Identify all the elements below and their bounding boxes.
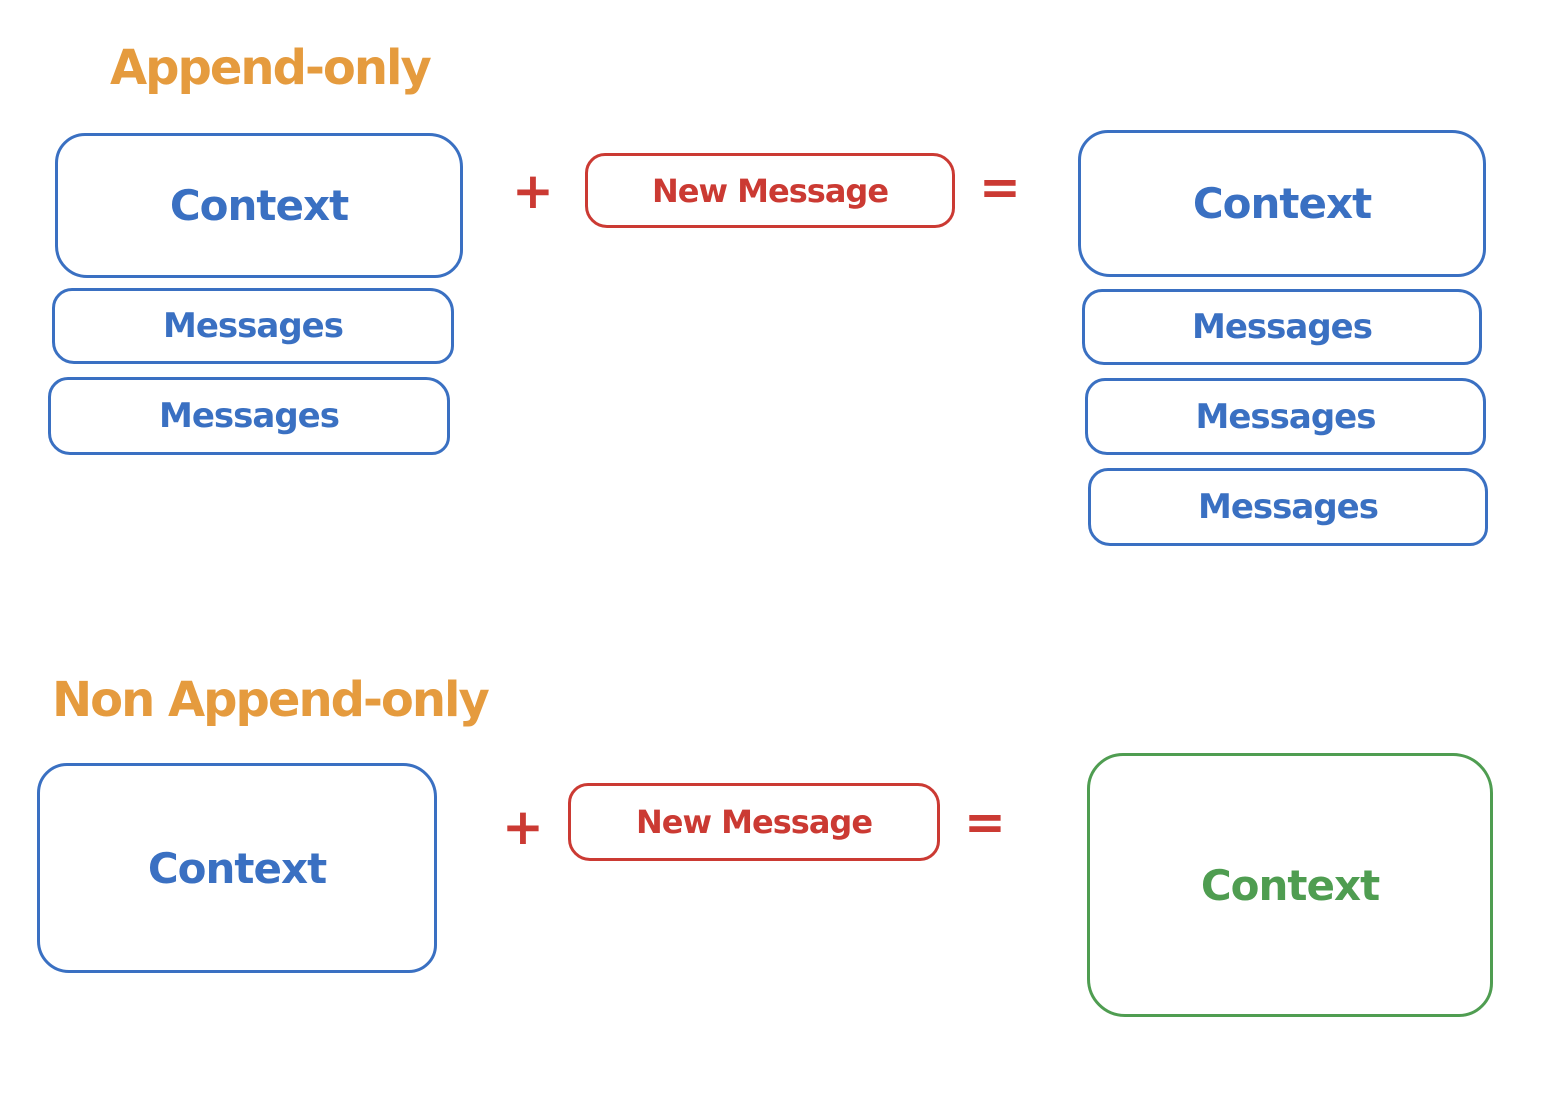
append-only-title: Append-only — [110, 40, 432, 96]
messages-box: Messages — [1085, 378, 1486, 455]
new-message-label: New Message — [635, 803, 873, 841]
messages-label: Messages — [159, 396, 340, 436]
messages-box: Messages — [48, 377, 450, 455]
messages-box: Messages — [52, 288, 454, 364]
messages-box: Messages — [1082, 289, 1482, 365]
context-box: Context — [37, 763, 437, 973]
messages-label: Messages — [1198, 487, 1379, 527]
new-message-label: New Message — [651, 171, 889, 210]
messages-box: Messages — [1088, 468, 1488, 546]
context-label: Context — [1200, 860, 1380, 910]
messages-label: Messages — [1192, 307, 1373, 347]
equals-operator: = — [979, 158, 1021, 216]
context-box: Context — [1087, 753, 1493, 1017]
plus-operator: + — [502, 798, 544, 856]
plus-operator: + — [512, 162, 554, 220]
equals-operator: = — [964, 793, 1006, 851]
non-append-only-title: Non Append-only — [52, 672, 490, 728]
context-box: Context — [1078, 130, 1486, 277]
new-message-box: New Message — [568, 783, 940, 861]
context-label: Context — [169, 181, 349, 230]
context-label: Context — [1192, 179, 1372, 228]
new-message-box: New Message — [585, 153, 955, 228]
messages-label: Messages — [1195, 396, 1377, 437]
context-label: Context — [147, 843, 327, 893]
context-box: Context — [55, 133, 463, 278]
messages-label: Messages — [163, 306, 344, 346]
